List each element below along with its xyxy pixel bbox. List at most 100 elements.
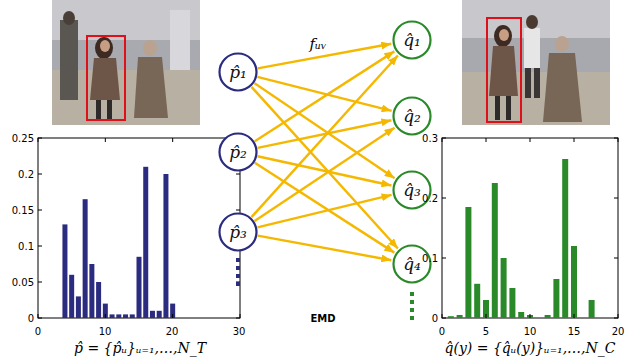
- flow-arrow: [255, 51, 395, 141]
- histogram-bar: [492, 183, 498, 318]
- continuation-dots: [410, 292, 414, 320]
- right-photo: [462, 0, 610, 125]
- histogram-bar: [163, 174, 168, 318]
- axis-tick-label: 0.2: [422, 193, 438, 204]
- axis-tick: [38, 314, 39, 318]
- left-photo: [52, 0, 200, 125]
- histogram-bar: [553, 279, 559, 318]
- axis-tick-label: 20: [612, 326, 625, 337]
- histogram-bar: [76, 296, 81, 318]
- histogram-bar: [483, 300, 489, 318]
- axis-tick-label: 0.1: [18, 241, 34, 252]
- axis-tick-label: 0: [28, 313, 34, 324]
- axis-tick-label: 20: [166, 326, 179, 337]
- axis-tick: [105, 138, 106, 142]
- histogram-bar: [137, 257, 142, 318]
- circle-shape: [394, 246, 431, 283]
- axis-tick: [38, 138, 39, 142]
- node-label: q̂₁: [403, 31, 421, 50]
- method-label: EMD: [310, 313, 335, 324]
- axis-tick: [38, 282, 42, 283]
- axis-tick-label: 0: [432, 313, 438, 324]
- axis-tick: [38, 138, 42, 139]
- axis-tick: [38, 246, 42, 247]
- axis-tick: [236, 318, 240, 319]
- continuation-dots: [236, 258, 240, 286]
- axis-tick-label: 0.25: [12, 133, 34, 144]
- axis-tick-label: 0: [35, 326, 41, 337]
- axis-tick-label: 0: [439, 326, 445, 337]
- flow-arrow: [255, 128, 395, 221]
- axis-tick-label: 5: [483, 326, 489, 337]
- circle-shape: [394, 98, 431, 135]
- circle-shape: [220, 134, 257, 171]
- circle-shape: [220, 54, 257, 91]
- histogram-bar: [527, 315, 533, 318]
- axis-tick: [442, 138, 443, 142]
- axis-tick-label: 0.05: [12, 277, 34, 288]
- histogram-bar: [501, 258, 507, 318]
- circle-shape: [220, 214, 257, 251]
- histogram-bar: [69, 275, 74, 318]
- node-label: p̂₃: [229, 223, 247, 242]
- histogram-bar: [123, 314, 128, 318]
- axis-tick: [530, 138, 531, 142]
- axis-tick: [574, 138, 575, 142]
- histogram-formula: p̂ = {p̂ᵤ}ᵤ₌₁,…,N_T: [74, 341, 206, 356]
- axis-tick: [172, 138, 173, 142]
- axis-tick: [614, 318, 618, 319]
- histogram-bar: [457, 315, 463, 318]
- histogram-bar: [130, 314, 135, 318]
- flow-arrow: [257, 77, 391, 111]
- axis-tick: [240, 314, 241, 318]
- axis-tick: [614, 198, 618, 199]
- histogram-bar: [157, 311, 162, 318]
- axis-tick: [442, 258, 446, 259]
- axis-tick: [236, 174, 240, 175]
- histogram-bar: [150, 311, 155, 318]
- histogram-bar: [116, 314, 121, 318]
- histogram-formula: q̂(y) = {q̂ᵤ(y)}ᵤ₌₁,…,N_C: [444, 341, 615, 356]
- flow-arrow: [258, 156, 392, 185]
- histogram-bar: [589, 300, 595, 318]
- axis-tick-label: 0.1: [422, 253, 438, 264]
- axis-tick-label: 10: [524, 326, 537, 337]
- histogram-bar: [474, 284, 480, 318]
- axis-tick-label: 15: [568, 326, 581, 337]
- node-circle: q̂₁: [392, 20, 432, 60]
- histogram-bar: [518, 312, 524, 318]
- histogram-bar: [110, 314, 115, 318]
- node-label: q̂₂: [403, 107, 421, 126]
- axis-tick: [105, 314, 106, 318]
- histogram-bar: [89, 264, 94, 318]
- histogram-bar: [465, 207, 471, 318]
- node-circle: p̂₁: [218, 52, 258, 92]
- node-circle: p̂₂: [218, 132, 258, 172]
- histogram-bar: [571, 246, 577, 318]
- histogram-bar: [562, 159, 568, 318]
- axis-tick: [442, 318, 446, 319]
- axis-tick-label: 0.15: [12, 205, 34, 216]
- axis-tick: [442, 138, 446, 139]
- axis-tick: [38, 174, 42, 175]
- axis-tick: [442, 314, 443, 318]
- node-circle: q̂₄: [392, 244, 432, 284]
- axis-tick: [486, 314, 487, 318]
- node-label: p̂₁: [229, 63, 247, 82]
- node-circle: p̂₃: [218, 212, 258, 252]
- histogram-bar: [545, 315, 551, 318]
- circle-shape: [394, 22, 431, 59]
- axis-tick: [618, 138, 619, 142]
- axis-tick: [442, 198, 446, 199]
- axis-tick: [614, 258, 618, 259]
- axis-tick: [530, 314, 531, 318]
- histogram-bar: [143, 167, 148, 318]
- flow-arrow: [251, 87, 397, 249]
- node-label: q̂₄: [403, 255, 421, 274]
- axis-tick: [236, 210, 240, 211]
- flow-label: fᵤᵥ: [307, 36, 328, 53]
- flow-arrow: [258, 236, 392, 261]
